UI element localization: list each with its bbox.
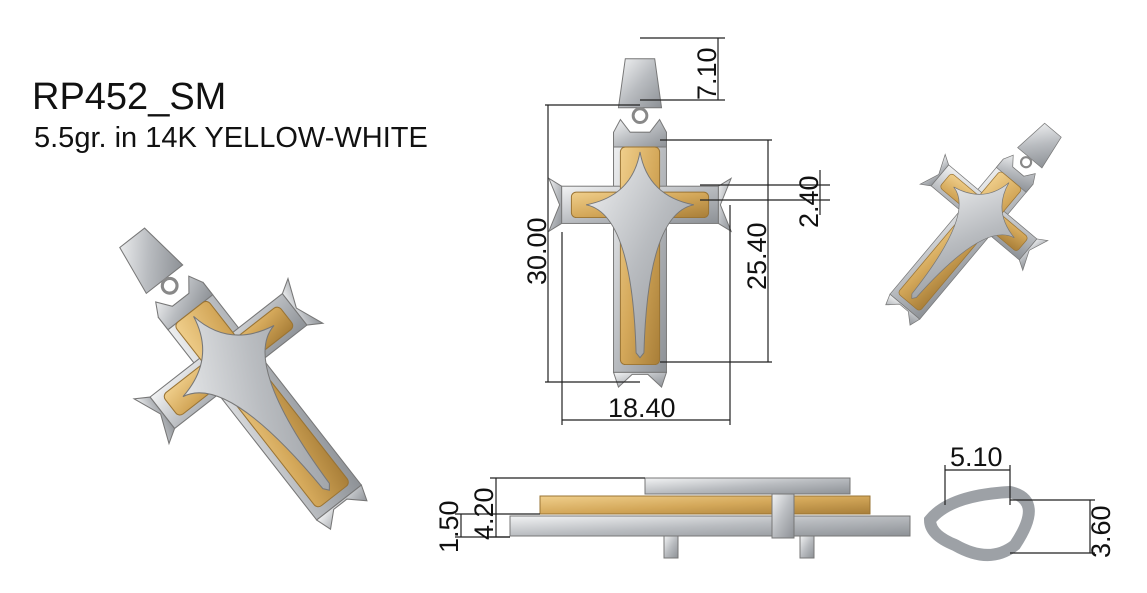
dim-layer-thickness: 1.50 [434, 500, 464, 553]
dimension-lines [455, 37, 1095, 554]
dim-cross-width: 18.40 [608, 393, 676, 423]
cross-back-view [845, 86, 1106, 360]
model-number: RP452_SM [32, 76, 227, 118]
dim-bail-height: 7.10 [692, 47, 722, 100]
cross-perspective-view [53, 176, 428, 577]
dim-bail-thickness: 3.60 [1086, 505, 1116, 558]
dim-arm-width: 2.40 [794, 175, 824, 228]
dim-total-thickness: 4.20 [469, 487, 499, 540]
weight-material-spec: 5.5gr. in 14K YELLOW-WHITE [34, 122, 428, 154]
cross-side-view [509, 477, 1035, 561]
dim-cross-height: 25.40 [742, 222, 772, 290]
dim-bail-depth: 5.10 [950, 442, 1003, 472]
cross-front-view [547, 57, 733, 389]
dim-total-height: 30.00 [522, 217, 552, 285]
